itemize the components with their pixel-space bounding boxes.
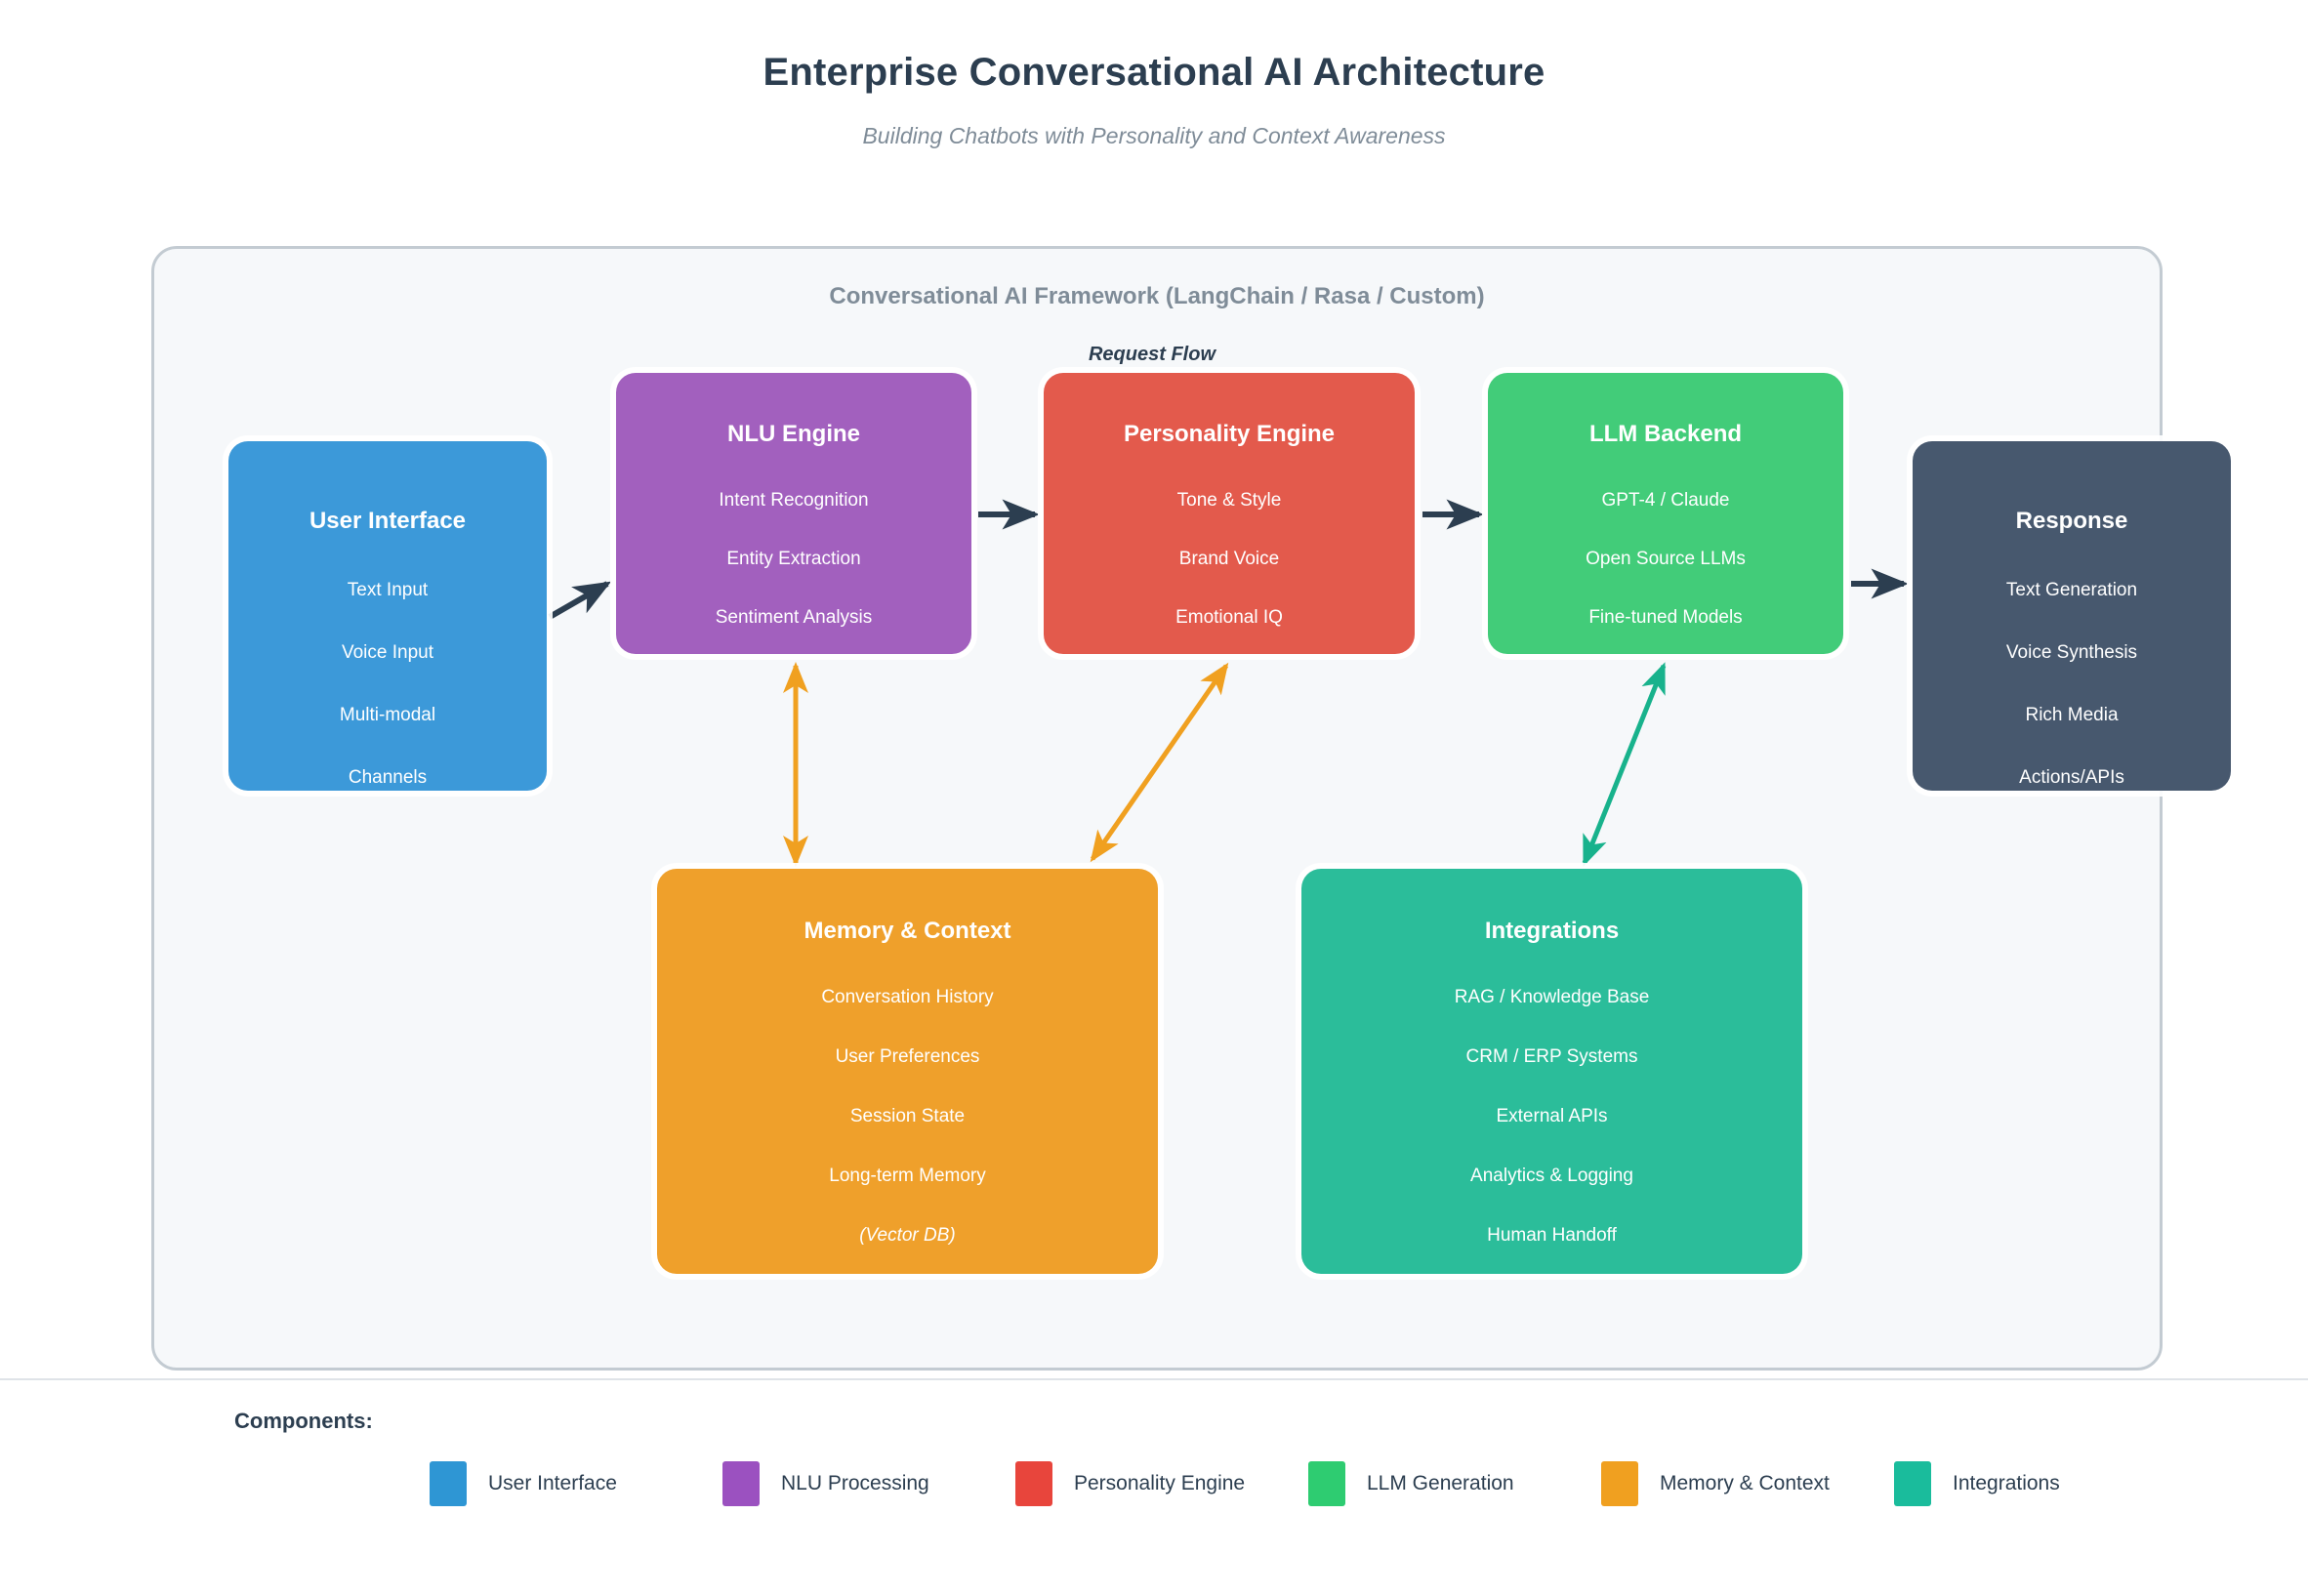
node-personality-engine[interactable]: Personality Engine Tone & Style Brand Vo… — [1044, 373, 1415, 654]
node-item: Channels — [348, 767, 428, 788]
node-title: Memory & Context — [804, 918, 1011, 944]
framework-label: Conversational AI Framework (LangChain /… — [829, 283, 1485, 309]
node-item: Conversation History — [821, 987, 994, 1007]
node-title: Integrations — [1484, 918, 1620, 944]
node-title: Response — [2015, 508, 2128, 534]
node-item: Session State — [849, 1106, 966, 1126]
node-item: RAG / Knowledge Base — [1454, 987, 1650, 1007]
node-memory-context[interactable]: Memory & Context Conversation History Us… — [657, 869, 1158, 1274]
legend-swatch-icon — [1601, 1461, 1638, 1506]
legend-item-user-interface: User Interface — [430, 1461, 722, 1506]
node-item-list: GPT-4 / Claude Open Source LLMs Fine-tun… — [1488, 448, 1843, 629]
legend-divider — [0, 1378, 2308, 1380]
node-item: GPT-4 / Claude — [1601, 490, 1730, 511]
node-item-list: RAG / Knowledge Base CRM / ERP Systems E… — [1301, 945, 1802, 1247]
node-item: Human Handoff — [1487, 1225, 1617, 1246]
node-item: Tone & Style — [1176, 490, 1282, 511]
node-response[interactable]: Response Text Generation Voice Synthesis… — [1913, 441, 2231, 791]
legend-label: NLU Processing — [781, 1472, 929, 1494]
node-item: Fine-tuned Models — [1588, 607, 1743, 628]
legend-label: LLM Generation — [1367, 1472, 1514, 1494]
node-item: Text Generation — [2005, 580, 2138, 600]
legend-swatch-icon — [1308, 1461, 1345, 1506]
node-llm-backend[interactable]: LLM Backend GPT-4 / Claude Open Source L… — [1488, 373, 1843, 654]
legend-item-memory-context: Memory & Context — [1601, 1461, 1894, 1506]
node-item: Emotional IQ — [1175, 607, 1283, 628]
node-item: Text Input — [347, 580, 429, 600]
node-item: Brand Voice — [1178, 549, 1280, 569]
node-item: External APIs — [1496, 1106, 1608, 1126]
node-item: CRM / ERP Systems — [1465, 1046, 1638, 1067]
page-subtitle: Building Chatbots with Personality and C… — [862, 123, 1446, 148]
request-flow-label: Request Flow — [1088, 344, 1216, 365]
node-note: (Vector DB) — [859, 1225, 956, 1246]
page-title: Enterprise Conversational AI Architectur… — [762, 51, 1546, 94]
node-item: Long-term Memory — [829, 1166, 986, 1186]
node-item: Rich Media — [2025, 705, 2119, 725]
legend-item-integrations: Integrations — [1894, 1461, 2187, 1506]
legend-swatch-icon — [430, 1461, 467, 1506]
legend-swatch-icon — [1015, 1461, 1052, 1506]
legend-item-personality-engine: Personality Engine — [1015, 1461, 1308, 1506]
node-item: Intent Recognition — [719, 490, 869, 511]
legend-label: Integrations — [1953, 1472, 2060, 1494]
node-item-list: Text Generation Voice Synthesis Rich Med… — [1913, 535, 2231, 789]
node-item: Sentiment Analysis — [715, 607, 873, 628]
node-item: Voice Synthesis — [2005, 642, 2138, 663]
legend-item-nlu-processing: NLU Processing — [722, 1461, 1015, 1506]
node-integrations[interactable]: Integrations RAG / Knowledge Base CRM / … — [1301, 869, 1802, 1274]
legend-swatch-icon — [722, 1461, 760, 1506]
node-user-interface[interactable]: User Interface Text Input Voice Input Mu… — [228, 441, 547, 791]
node-item: Open Source LLMs — [1586, 549, 1746, 569]
legend-label: User Interface — [488, 1472, 617, 1494]
legend-swatch-icon — [1894, 1461, 1931, 1506]
legend-row: User Interface NLU Processing Personalit… — [430, 1454, 2187, 1513]
node-item-list: Intent Recognition Entity Extraction Sen… — [616, 448, 971, 629]
node-item: Actions/APIs — [2019, 767, 2124, 788]
node-item-list: Tone & Style Brand Voice Emotional IQ — [1044, 448, 1415, 629]
legend-item-llm-generation: LLM Generation — [1308, 1461, 1601, 1506]
node-item-list: Conversation History User Preferences Se… — [657, 945, 1158, 1247]
node-title: NLU Engine — [727, 421, 860, 447]
node-item: Multi-modal — [339, 705, 436, 725]
legend-label: Personality Engine — [1074, 1472, 1246, 1494]
node-title: User Interface — [309, 508, 467, 534]
node-item: Analytics & Logging — [1470, 1166, 1633, 1186]
node-item: User Preferences — [835, 1046, 980, 1067]
node-title: LLM Backend — [1588, 421, 1743, 447]
node-nlu-engine[interactable]: NLU Engine Intent Recognition Entity Ext… — [616, 373, 971, 654]
legend-heading: Components: — [234, 1409, 373, 1433]
node-item-list: Text Input Voice Input Multi-modal Chann… — [228, 535, 547, 789]
node-title: Personality Engine — [1123, 421, 1336, 447]
node-item: Entity Extraction — [726, 549, 861, 569]
node-item: Voice Input — [341, 642, 434, 663]
legend-label: Memory & Context — [1660, 1472, 1830, 1494]
